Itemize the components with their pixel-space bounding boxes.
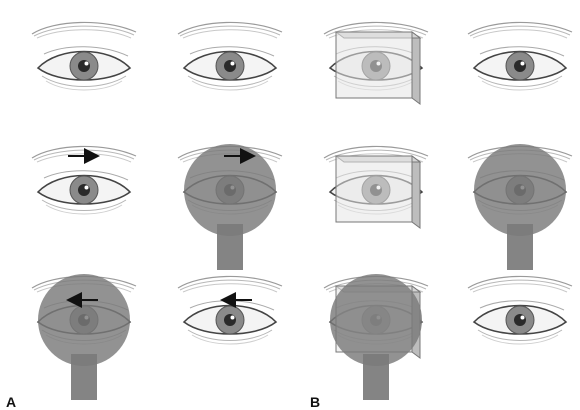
panel-b-row1-left [324,22,428,104]
panel-a-row1-left [32,22,136,90]
panel-b-row2-right [468,144,572,270]
panel-b-row3-left [324,274,428,400]
panel-b-row1-right [468,22,572,90]
panel-a-row2-right [178,144,282,270]
panel-a-row3-right [178,276,282,344]
panel-b-row2-left [324,146,428,228]
panel-b-row3-right [468,276,572,344]
panel-a-row1-right [178,22,282,90]
panel-a-row2-left [32,146,136,214]
panel-a-row3-left [32,274,136,400]
panel-b-label: B [310,394,320,410]
panel-a-label: A [6,394,16,410]
